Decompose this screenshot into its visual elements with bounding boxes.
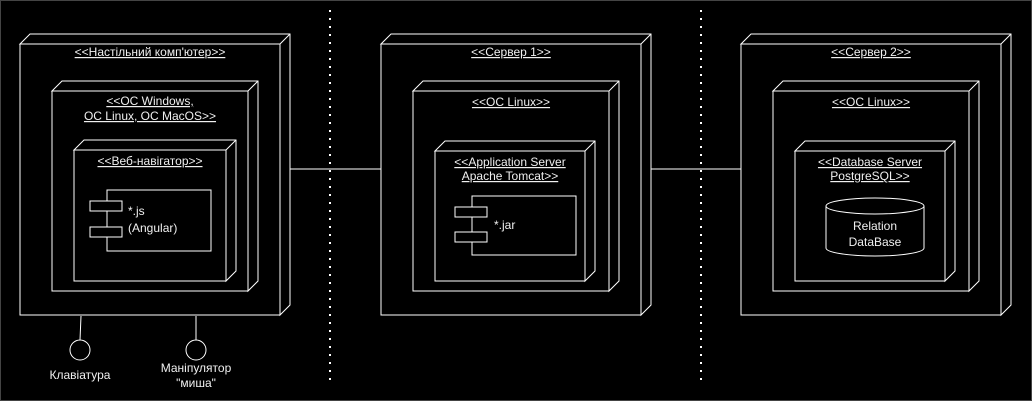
database-cylinder-icon: Relation DataBase (825, 197, 925, 257)
container-db-server: <<Database Server PostgreSQL>> Relation … (793, 140, 956, 283)
container-browser: <<Веб-навігатор>> *.js (Angular) (72, 139, 237, 283)
component-jar-label: *.jar (494, 218, 515, 232)
os-server1: <<ОС Linux>> <<Application Server Apache… (411, 80, 620, 293)
os-desktop: <<ОС Windows, ОС Linux, ОС MacOS>> <<Веб… (50, 80, 259, 293)
os-desktop-label-2: ОС Linux, ОС MacOS>> (84, 109, 216, 123)
node-server1: <<Сервер 1>> <<ОС Linux>> <<Application … (379, 33, 652, 317)
node-server2-label: <<Сервер 2>> (831, 45, 911, 59)
node-server2: <<Сервер 2>> <<ОС Linux>> <<Database Ser… (739, 33, 1012, 317)
node-desktop-label: <<Настільний комп'ютер>> (75, 45, 226, 59)
component-jar: *.jar (454, 195, 577, 256)
container-db-server-label-1: <<Database Server (818, 155, 922, 169)
interface-mouse: Маніпулятор "миша" (161, 316, 232, 390)
container-browser-label: <<Веб-навігатор>> (97, 154, 202, 168)
interface-mouse-label-2: "миша" (176, 376, 216, 390)
interface-keyboard: Клавіатура (50, 315, 111, 382)
interface-keyboard-label: Клавіатура (50, 368, 111, 382)
os-server1-label: <<ОС Linux>> (472, 95, 550, 109)
container-app-server-label-1: <<Application Server (454, 155, 565, 169)
interface-mouse-label-1: Маніпулятор (161, 361, 232, 375)
database-label-2: DataBase (849, 235, 902, 249)
container-app-server: <<Application Server Apache Tomcat>> *.j… (433, 140, 596, 283)
component-js-label-2: (Angular) (128, 221, 177, 235)
component-js: *.js (Angular) (89, 189, 212, 252)
component-js-label-1: *.js (128, 204, 145, 218)
node-desktop: <<Настільний комп'ютер>> <<ОС Windows, О… (18, 33, 291, 390)
container-db-server-label-2: PostgreSQL>> (830, 169, 909, 183)
os-desktop-label-1: <<ОС Windows, (106, 94, 193, 108)
database-label-1: Relation (853, 219, 897, 233)
os-server2: <<ОС Linux>> <<Database Server PostgreSQ… (771, 80, 980, 293)
os-server2-label: <<ОС Linux>> (832, 95, 910, 109)
node-server1-label: <<Сервер 1>> (471, 45, 551, 59)
container-app-server-label-2: Apache Tomcat>> (462, 169, 559, 183)
